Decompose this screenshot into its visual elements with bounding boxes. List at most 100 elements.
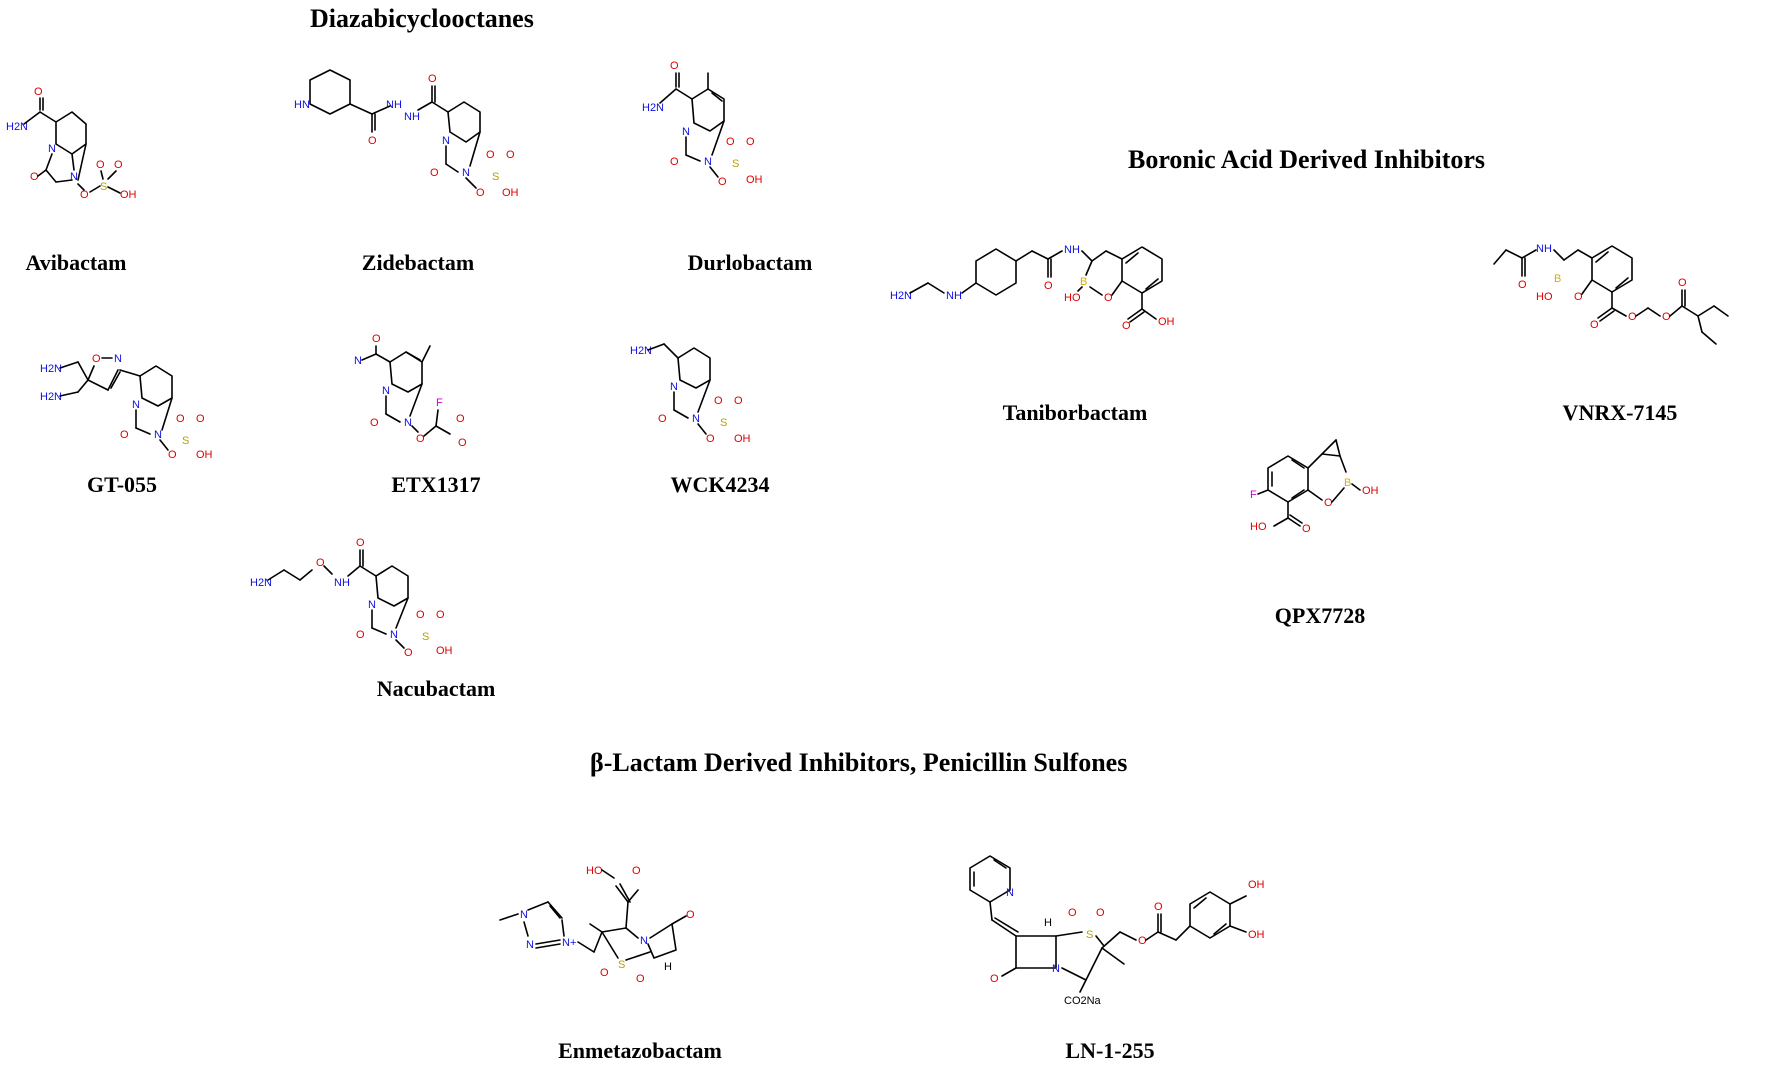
structure-gt055: H2N H2N O N N O N O S O O OH bbox=[40, 353, 213, 461]
atom-label: S bbox=[732, 158, 739, 170]
atom-label: O bbox=[430, 167, 439, 179]
atom-label: OH bbox=[1158, 316, 1175, 328]
atom-label: O bbox=[746, 136, 755, 148]
atom-label: O bbox=[176, 413, 185, 425]
atom-label: N bbox=[670, 381, 678, 393]
atom-label: O bbox=[92, 353, 101, 365]
structure-vnrx7145: O NH B HO O O O O O bbox=[1493, 243, 1729, 345]
atom-label: O bbox=[1518, 279, 1527, 291]
structure-etx1317: N O N O N O F O O bbox=[354, 333, 467, 449]
atom-label: NH bbox=[1536, 243, 1552, 255]
atom-label: HN bbox=[294, 99, 310, 111]
atom-label: O bbox=[316, 557, 325, 569]
atom-label: O bbox=[368, 135, 377, 147]
atom-label: N bbox=[390, 629, 398, 641]
atom-label: O bbox=[1154, 901, 1163, 913]
heading-beta-lactam-inhibitors: β-Lactam Derived Inhibitors, Penicillin … bbox=[590, 748, 1128, 777]
label-durlobactam: Durlobactam bbox=[687, 250, 813, 275]
atom-label: O bbox=[734, 395, 743, 407]
atom-label: O bbox=[1068, 907, 1077, 919]
atom-label: N bbox=[1006, 887, 1014, 899]
atom-label: O bbox=[1096, 907, 1105, 919]
atom-label: O bbox=[486, 149, 495, 161]
atom-label: O bbox=[404, 647, 413, 659]
atom-label: OH bbox=[502, 187, 519, 199]
heading-diazabicyclooctanes: Diazabicyclooctanes bbox=[310, 4, 534, 33]
structure-avibactam: O H2N N O N O S O O OH bbox=[6, 86, 137, 201]
atom-label: NH bbox=[1064, 244, 1080, 256]
atom-label: O bbox=[458, 437, 467, 449]
atom-label: H2N bbox=[890, 290, 912, 302]
atom-label: HO bbox=[586, 865, 603, 877]
atom-label: OH bbox=[746, 174, 763, 186]
atom-label: O bbox=[428, 73, 437, 85]
atom-label: O bbox=[1044, 280, 1053, 292]
atom-label: N bbox=[1052, 963, 1060, 975]
atom-label: H2N bbox=[250, 577, 272, 589]
structure-wck4234: H2N N O N O S O O OH bbox=[630, 343, 751, 445]
atom-label: O bbox=[114, 159, 123, 171]
atom-label: N bbox=[70, 171, 78, 183]
atom-label: N bbox=[640, 935, 648, 947]
atom-label: O bbox=[436, 609, 445, 621]
atom-label: S bbox=[618, 959, 625, 971]
atom-label: OH bbox=[196, 449, 213, 461]
atom-label: CO2Na bbox=[1064, 995, 1102, 1007]
atom-label: F bbox=[436, 397, 443, 409]
label-wck4234: WCK4234 bbox=[670, 472, 770, 497]
atom-label: S bbox=[100, 181, 107, 193]
atom-label: HO bbox=[1536, 291, 1553, 303]
atom-label: HO bbox=[1250, 521, 1267, 533]
atom-label: N bbox=[154, 429, 162, 441]
atom-label: H2N bbox=[40, 363, 62, 375]
atom-label: N bbox=[526, 939, 534, 951]
atom-label: H2N bbox=[6, 121, 28, 133]
structure-qpx7728: B OH O F HO O bbox=[1250, 439, 1379, 535]
atom-label: OH bbox=[1362, 485, 1379, 497]
atom-label: H2N bbox=[40, 391, 62, 403]
atom-label: N bbox=[354, 355, 362, 367]
atom-label: O bbox=[476, 187, 485, 199]
label-qpx7728: QPX7728 bbox=[1274, 603, 1366, 628]
atom-label: NH bbox=[404, 111, 420, 123]
atom-label: H bbox=[664, 961, 672, 973]
structure-durlobactam: O H2N N O N O S O O OH bbox=[642, 60, 763, 188]
label-etx1317: ETX1317 bbox=[391, 472, 481, 497]
label-avibactam: Avibactam bbox=[25, 250, 127, 275]
atom-label: O bbox=[658, 413, 667, 425]
atom-label: O bbox=[80, 189, 89, 201]
atom-label: O bbox=[356, 629, 365, 641]
atom-label: N bbox=[442, 135, 450, 147]
atom-label: N bbox=[368, 599, 376, 611]
atom-label: O bbox=[714, 395, 723, 407]
atom-label: O bbox=[718, 176, 727, 188]
atom-label: N bbox=[48, 143, 56, 155]
atom-label: O bbox=[670, 60, 679, 72]
atom-label: O bbox=[30, 171, 39, 183]
atom-label: O bbox=[1574, 291, 1583, 303]
atom-label: NH bbox=[946, 290, 962, 302]
atom-label: H2N bbox=[642, 102, 664, 114]
atom-label: O bbox=[1678, 277, 1687, 289]
atom-label: O bbox=[600, 967, 609, 979]
atom-label: O bbox=[1324, 497, 1333, 509]
atom-label: O bbox=[120, 429, 129, 441]
atom-label: N bbox=[520, 909, 528, 921]
atom-label: S bbox=[492, 171, 499, 183]
atom-label: N bbox=[462, 167, 470, 179]
label-gt055: GT-055 bbox=[86, 472, 158, 497]
atom-label: S bbox=[182, 435, 189, 447]
atom-label: N bbox=[114, 353, 122, 365]
atom-label: N bbox=[682, 126, 690, 138]
structure-nacubactam: H2N O NH O N O N O S O O OH bbox=[250, 537, 453, 659]
atom-label: O bbox=[632, 865, 641, 877]
atom-label: O bbox=[1122, 320, 1131, 332]
atom-label: S bbox=[720, 417, 727, 429]
label-nacubactam: Nacubactam bbox=[376, 676, 496, 701]
label-taniborbactam: Taniborbactam bbox=[1002, 400, 1148, 425]
atom-label: N bbox=[704, 156, 712, 168]
atom-label: H2N bbox=[630, 345, 652, 357]
heading-boronic-acid-inhibitors: Boronic Acid Derived Inhibitors bbox=[1128, 145, 1486, 174]
atom-label: O bbox=[990, 973, 999, 985]
atom-label: O bbox=[1590, 319, 1599, 331]
